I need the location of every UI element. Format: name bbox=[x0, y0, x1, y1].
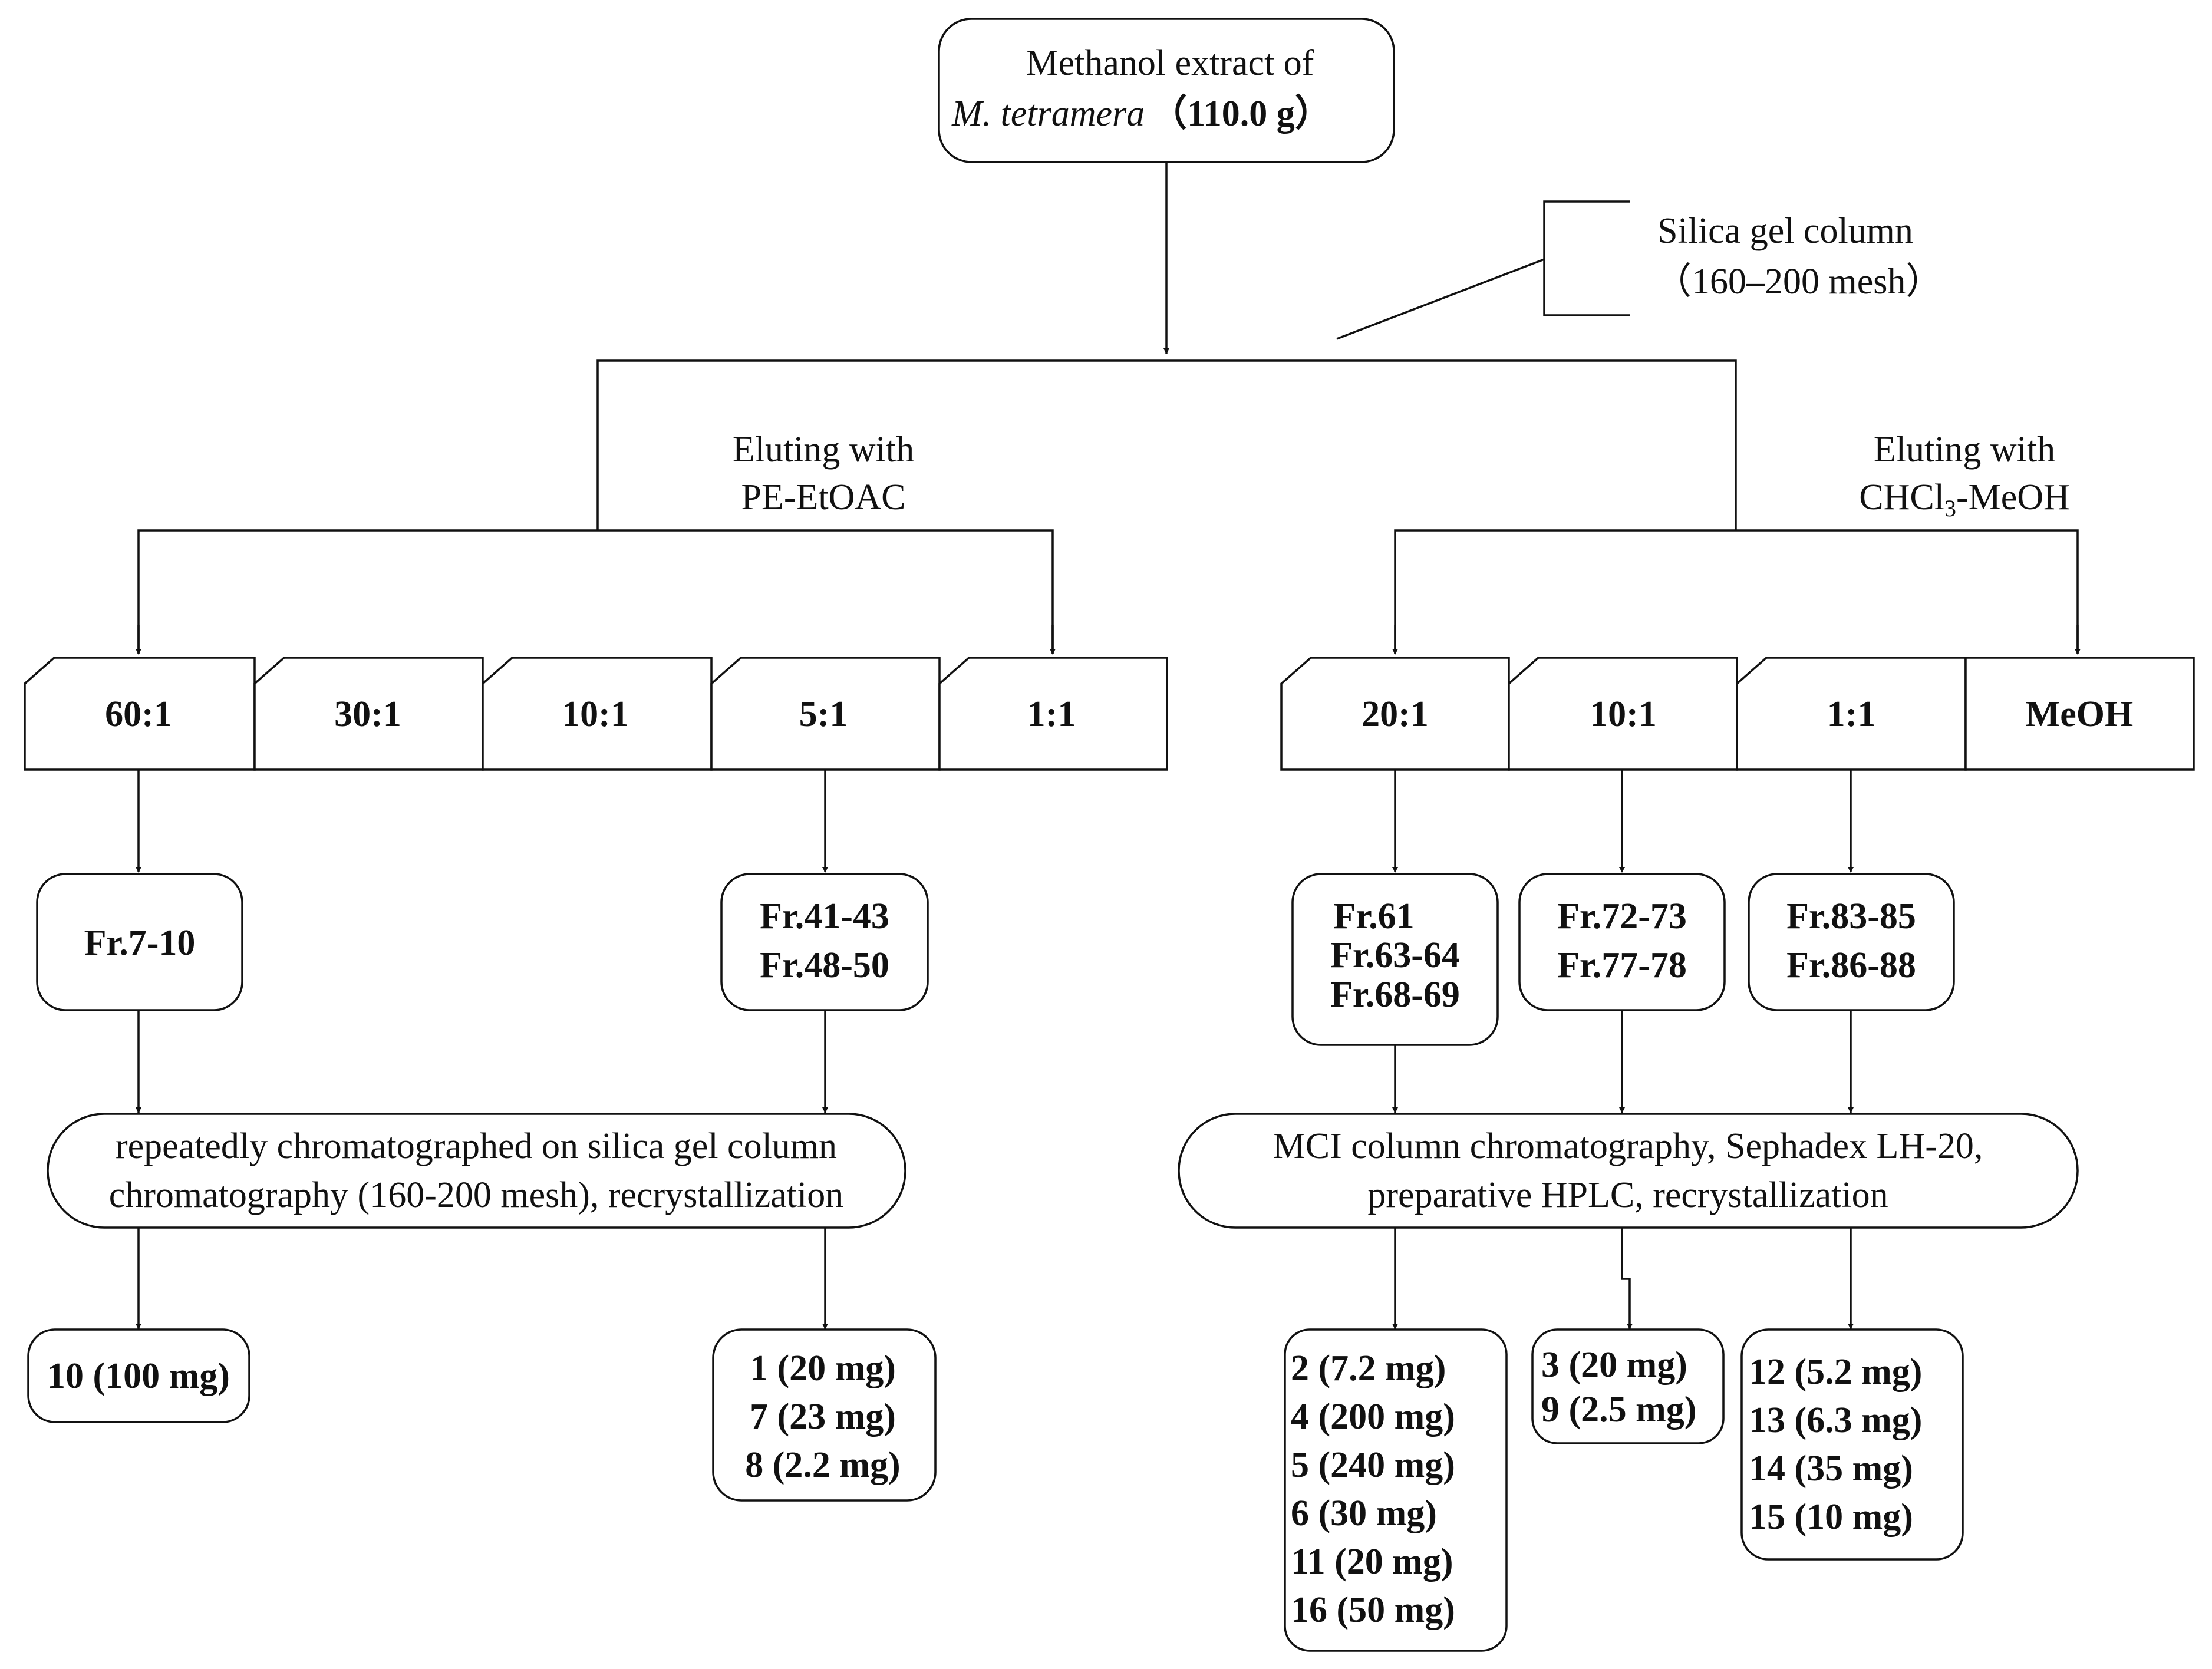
product-2-line-1: 7 (23 mg) bbox=[750, 1397, 896, 1437]
ratio-box-left-4 bbox=[938, 657, 1168, 771]
right-process-line1: MCI column chromatography, Sephadex LH-2… bbox=[1273, 1126, 1983, 1166]
silica-line2: （160–200 mesh） bbox=[1655, 262, 1942, 302]
product-3-line-3: 6 (30 mg) bbox=[1291, 1493, 1437, 1533]
top-amount: （110.0 g） bbox=[1150, 93, 1331, 134]
fraction-5-line-1: Fr.86-88 bbox=[1786, 945, 1916, 985]
fraction-4-line-0: Fr.72-73 bbox=[1557, 896, 1687, 936]
fraction-box-3: Fr.61 Fr.63-64 Fr.68-69 bbox=[1291, 873, 1499, 1046]
silica-gel-note: Silica gel column （160–200 mesh） bbox=[1655, 211, 1942, 302]
product-4-line-0: 3 (20 mg) bbox=[1541, 1345, 1687, 1385]
product-5-line-3: 15 (10 mg) bbox=[1749, 1497, 1913, 1537]
ratio-box-right-3 bbox=[1964, 657, 2195, 771]
fraction-box-4: Fr.72-73 Fr.77-78 bbox=[1518, 873, 1726, 1011]
right-elution-solvent-a: CHCl bbox=[1859, 477, 1944, 517]
product-box-3: 2 (7.2 mg) 4 (200 mg) 5 (240 mg) 6 (30 m… bbox=[1284, 1328, 1508, 1652]
product-5-line-1: 13 (6.3 mg) bbox=[1749, 1400, 1922, 1440]
product-box-1: 10 (100 mg) bbox=[27, 1328, 250, 1423]
silica-note-bracket bbox=[1543, 200, 1630, 316]
fraction-2-line-0: Fr.41-43 bbox=[760, 896, 889, 936]
product-box-2: 1 (20 mg) 7 (23 mg) 8 (2.2 mg) bbox=[712, 1328, 937, 1502]
product-5-line-0: 12 (5.2 mg) bbox=[1749, 1352, 1922, 1392]
product-2-line-2: 8 (2.2 mg) bbox=[745, 1445, 900, 1485]
product-1-line-0: 10 (100 mg) bbox=[47, 1356, 230, 1396]
fraction-box-5: Fr.83-85 Fr.86-88 bbox=[1748, 873, 1955, 1011]
left-process-box: repeatedly chromatographed on silica gel… bbox=[47, 1113, 906, 1229]
fraction-3-line-2: Fr.68-69 bbox=[1330, 975, 1460, 1015]
right-elution-subscript: 3 bbox=[1944, 495, 1956, 522]
ratio-label-left-1: 30:1 bbox=[334, 694, 401, 734]
left-elution-label: Eluting with PE-EtOAC bbox=[733, 430, 914, 517]
right-elution-line2: CHCl3-MeOH bbox=[1859, 477, 2070, 522]
ratio-label-right-1: 10:1 bbox=[1590, 694, 1657, 734]
left-process-line1: repeatedly chromatographed on silica gel… bbox=[116, 1126, 837, 1166]
product-2-line-0: 1 (20 mg) bbox=[750, 1348, 896, 1388]
product-3-line-1: 4 (200 mg) bbox=[1291, 1397, 1455, 1437]
silica-note-leader bbox=[1336, 258, 1545, 340]
top-species: M. tetramera bbox=[951, 94, 1145, 134]
fraction-3-line-0: Fr.61 bbox=[1333, 896, 1414, 936]
product-3-line-2: 5 (240 mg) bbox=[1291, 1445, 1455, 1485]
right-elution-label: Eluting with CHCl3-MeOH bbox=[1859, 430, 2070, 522]
right-elution-solvent-b: -MeOH bbox=[1956, 477, 2070, 517]
top-line1: Methanol extract of bbox=[1026, 43, 1314, 83]
fraction-5-line-0: Fr.83-85 bbox=[1786, 896, 1916, 936]
left-process-line2: chromatography (160-200 mesh), recrystal… bbox=[109, 1175, 843, 1215]
ratio-label-right-2: 1:1 bbox=[1827, 694, 1876, 734]
product-3-line-4: 11 (20 mg) bbox=[1291, 1542, 1453, 1582]
top-line2: M. tetramera（110.0 g） bbox=[951, 93, 1331, 134]
right-process-line2: preparative HPLC, recrystallization bbox=[1367, 1175, 1888, 1215]
right-process-box: MCI column chromatography, Sephadex LH-2… bbox=[1178, 1113, 2079, 1229]
right-ratio-row: 20:1 10:1 1:1 MeOH bbox=[1280, 657, 2195, 771]
product-3-line-5: 16 (50 mg) bbox=[1291, 1590, 1455, 1630]
left-ratio-row: 60:1 30:1 10:1 5:1 1:1 bbox=[24, 657, 1168, 771]
ratio-label-left-4: 1:1 bbox=[1027, 694, 1076, 734]
ratio-label-right-3: MeOH bbox=[2026, 694, 2134, 734]
right-elution-bar bbox=[1394, 529, 2079, 654]
fraction-box-1: Fr.7-10 bbox=[36, 873, 243, 1011]
fraction-3-line-1: Fr.63-64 bbox=[1330, 935, 1460, 975]
product-box-5: 12 (5.2 mg) 13 (6.3 mg) 14 (35 mg) 15 (1… bbox=[1740, 1328, 1964, 1561]
product-5-line-2: 14 (35 mg) bbox=[1749, 1449, 1913, 1489]
ratio-label-left-3: 5:1 bbox=[799, 694, 848, 734]
left-elution-line1: Eluting with bbox=[733, 430, 914, 470]
silica-line1: Silica gel column bbox=[1657, 211, 1913, 251]
left-elution-line2: PE-EtOAC bbox=[741, 477, 906, 517]
main-split-bar bbox=[596, 359, 1737, 530]
left-elution-bar bbox=[137, 529, 1054, 654]
product-3-line-0: 2 (7.2 mg) bbox=[1291, 1348, 1446, 1388]
connectors bbox=[136, 162, 2081, 1330]
fraction-1-line-0: Fr.7-10 bbox=[84, 923, 196, 963]
fraction-4-line-1: Fr.77-78 bbox=[1557, 945, 1687, 985]
product-box-4: 3 (20 mg) 9 (2.5 mg) bbox=[1531, 1328, 1725, 1444]
product-4-line-1: 9 (2.5 mg) bbox=[1541, 1390, 1696, 1430]
methanol-extract-box: Methanol extract of M. tetramera（110.0 g… bbox=[938, 18, 1395, 163]
ratio-label-left-2: 10:1 bbox=[562, 694, 629, 734]
ratio-label-right-0: 20:1 bbox=[1362, 694, 1429, 734]
fraction-box-2: Fr.41-43 Fr.48-50 bbox=[720, 873, 929, 1011]
fraction-2-line-1: Fr.48-50 bbox=[760, 945, 889, 985]
right-elution-line1: Eluting with bbox=[1874, 430, 2055, 470]
arrow-to-p4 bbox=[1621, 1228, 1633, 1330]
ratio-label-left-0: 60:1 bbox=[105, 694, 172, 734]
